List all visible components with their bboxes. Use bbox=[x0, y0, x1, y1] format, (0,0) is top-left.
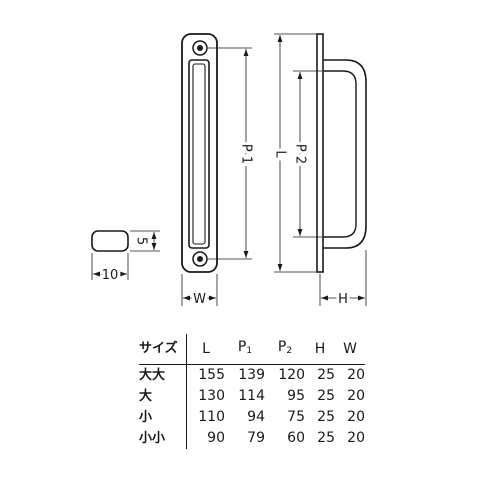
height-h-label: H bbox=[338, 292, 348, 307]
p1-label: P 1 bbox=[239, 144, 254, 164]
row-p2: 95 bbox=[287, 388, 305, 404]
row-p2: 60 bbox=[287, 430, 305, 446]
side-grip-bar-outer bbox=[323, 59, 367, 249]
row-l: 110 bbox=[198, 409, 225, 425]
row-p1: 79 bbox=[247, 430, 265, 446]
row-w: 20 bbox=[347, 430, 365, 446]
row-h: 25 bbox=[317, 388, 335, 404]
row-p1: 114 bbox=[238, 388, 265, 404]
handle-front-view: W P 1 bbox=[181, 33, 257, 310]
p2-label: P 2 bbox=[293, 144, 308, 164]
table-row: 小小 90 79 60 25 20 bbox=[139, 428, 365, 449]
row-l: 155 bbox=[198, 367, 225, 383]
header-p2: P2 bbox=[265, 334, 305, 365]
row-w: 20 bbox=[347, 388, 365, 404]
header-w: W bbox=[335, 334, 365, 365]
size-table: サイズ L P1 P2 H W 大大 155 139 120 25 20 大 1… bbox=[139, 334, 365, 449]
header-p2-sub: 2 bbox=[286, 346, 293, 356]
length-l-label: L bbox=[273, 150, 288, 158]
row-l: 90 bbox=[207, 430, 225, 446]
row-p1: 139 bbox=[238, 367, 265, 383]
header-l: L bbox=[186, 334, 225, 365]
row-h: 25 bbox=[317, 367, 335, 383]
header-p2-main: P bbox=[277, 339, 287, 355]
grip-recess-outer bbox=[188, 59, 210, 249]
grip-recess-inner bbox=[192, 63, 206, 245]
row-l: 130 bbox=[198, 388, 225, 404]
row-size: 大 bbox=[139, 386, 187, 407]
row-size: 大大 bbox=[139, 364, 187, 386]
slot-height-label: 5 bbox=[134, 237, 149, 245]
row-size: 小 bbox=[139, 407, 187, 428]
mounting-slot-detail: 10 5 bbox=[91, 230, 160, 286]
row-w: 20 bbox=[347, 367, 365, 383]
top-screw-hole bbox=[192, 40, 208, 56]
header-p1-sub: 1 bbox=[246, 346, 253, 356]
row-size: 小小 bbox=[139, 428, 187, 449]
row-p2: 75 bbox=[287, 409, 305, 425]
slot-width-label: 10 bbox=[102, 268, 119, 283]
side-grip-bar-inner bbox=[323, 70, 357, 238]
size-table-header-row: サイズ L P1 P2 H W bbox=[139, 334, 365, 365]
header-p1-main: P bbox=[237, 339, 247, 355]
mounting-slot-shape bbox=[91, 230, 129, 252]
front-plate-outline bbox=[181, 33, 218, 273]
header-h: H bbox=[305, 334, 335, 365]
row-p2: 120 bbox=[278, 367, 305, 383]
handle-technical-drawing: 10 5 W P 1 bbox=[91, 33, 367, 310]
side-base-plate bbox=[316, 33, 324, 273]
table-row: 大 130 114 95 25 20 bbox=[139, 386, 365, 407]
row-h: 25 bbox=[317, 430, 335, 446]
row-p1: 94 bbox=[247, 409, 265, 425]
handle-side-view: L P 2 H bbox=[270, 33, 367, 310]
row-h: 25 bbox=[317, 409, 335, 425]
width-w-label: W bbox=[193, 292, 206, 307]
bottom-screw-hole bbox=[192, 251, 208, 267]
table-row: 小 110 94 75 25 20 bbox=[139, 407, 365, 428]
table-row: 大大 155 139 120 25 20 bbox=[139, 364, 365, 386]
header-size: サイズ bbox=[139, 334, 187, 365]
row-w: 20 bbox=[347, 409, 365, 425]
header-p1: P1 bbox=[225, 334, 265, 365]
